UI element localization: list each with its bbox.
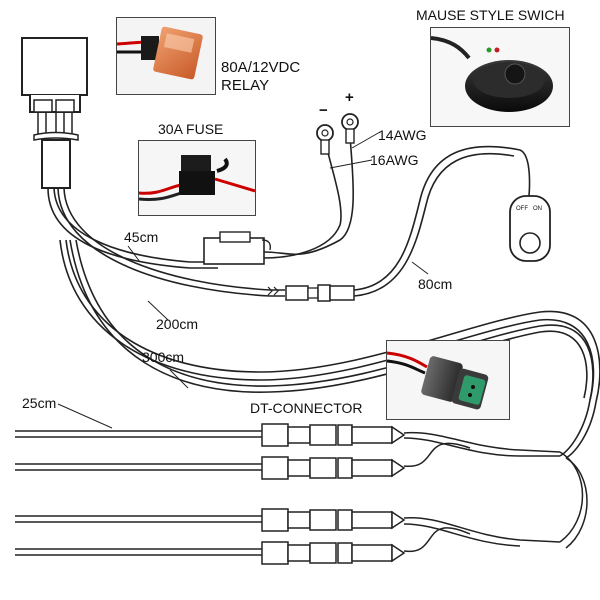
leader-80cm <box>411 261 429 275</box>
awg14-label: 14AWG <box>378 127 427 143</box>
leader-200cm <box>147 300 169 321</box>
ring-terminal-positive <box>341 113 359 144</box>
relay-socket <box>21 37 88 189</box>
relay-label-line1: 80A/12VDC <box>221 59 301 76</box>
dt-connector-rows <box>15 423 588 565</box>
mouse-switch-outline <box>509 195 551 262</box>
inline-fuse-holder <box>203 134 355 265</box>
dt-connector-label: DT-CONNECTOR <box>250 400 363 416</box>
switch-title-label: MAUSE STYLE SWICH <box>416 7 565 23</box>
fuse-label: 30A FUSE <box>158 121 224 137</box>
length-200cm-label: 200cm <box>156 316 199 332</box>
mouse-switch-photo <box>430 27 570 127</box>
switch-on-mark: ON <box>533 206 542 212</box>
leader-45cm <box>127 245 141 263</box>
relay-photo <box>116 17 216 95</box>
leader-25cm <box>57 403 113 429</box>
length-45cm-label: 45cm <box>124 229 159 245</box>
switch-cable-connector <box>267 145 531 302</box>
plus-label: + <box>345 89 354 106</box>
minus-label: − <box>319 102 328 119</box>
dt-connector-photo <box>386 340 510 420</box>
fuse-photo <box>138 140 256 216</box>
length-80cm-label: 80cm <box>418 276 453 292</box>
length-300cm-label: 300cm <box>142 349 185 365</box>
ring-terminal-negative <box>316 124 334 155</box>
switch-off-mark: OFF <box>516 206 528 212</box>
leader-300cm <box>169 369 189 389</box>
relay-label-line2: RELAY <box>221 77 270 94</box>
awg16-label: 16AWG <box>370 152 419 168</box>
length-25cm-label: 25cm <box>22 395 57 411</box>
